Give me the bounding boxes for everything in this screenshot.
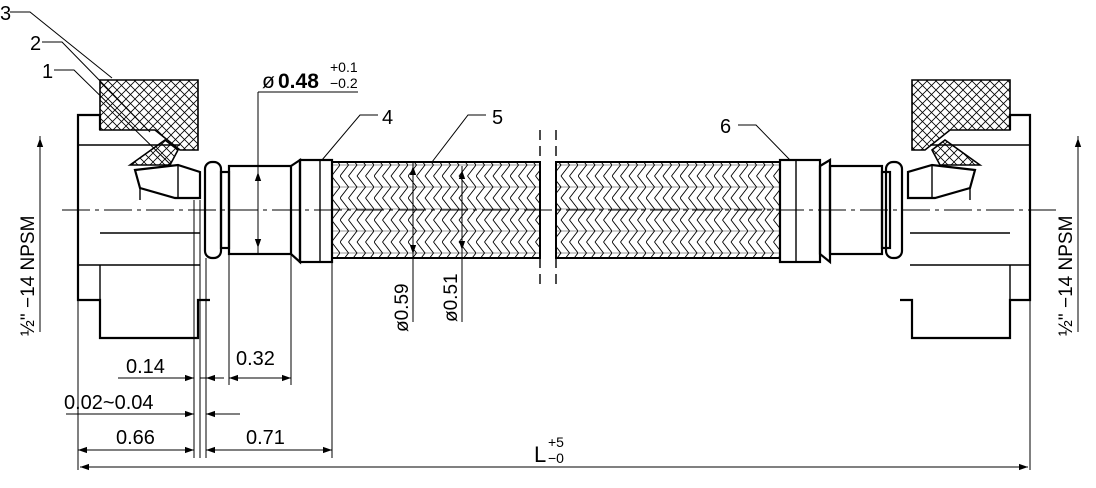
right-nut (900, 79, 1032, 340)
dim-0-66: 0.66 (116, 427, 155, 449)
dim-0-32: 0.32 (236, 348, 275, 370)
callout-3: 3 (0, 3, 11, 25)
extension-lines (77, 200, 1031, 470)
left-nut (76, 79, 210, 340)
bore-dim-symbol: ø (262, 70, 275, 93)
left-insert (133, 163, 202, 200)
right-nut-hatched-section (911, 79, 1011, 151)
left-nut-hatched-section (99, 79, 199, 151)
callout-leaders (10, 11, 791, 167)
left-thread-fraction: ½" (18, 313, 39, 336)
left-seal (127, 139, 180, 166)
overall-length-tol-upper: +5 (548, 434, 564, 450)
right-fitting (778, 158, 904, 265)
braided-hose-left (331, 161, 541, 259)
bore-dim-tol-lower: −0.2 (330, 75, 358, 91)
braid-outer-dim: ø0.59 (392, 283, 413, 332)
dim-0-14: 0.14 (126, 356, 165, 378)
overall-length-L: L (534, 442, 546, 467)
callout-6: 6 (720, 116, 731, 138)
callout-2: 2 (30, 33, 41, 55)
right-thread-spec: −14 NPSM (1056, 216, 1077, 308)
dim-0-71: 0.71 (246, 427, 285, 449)
overall-length-tol-lower: −0 (548, 450, 564, 466)
bore-dim-value: 0.48 (278, 70, 319, 93)
callout-1: 1 (42, 61, 53, 83)
right-insert (906, 163, 977, 200)
left-fitting (203, 157, 334, 265)
callout-5: 5 (492, 107, 503, 129)
right-thread-fraction: ½" (1056, 313, 1077, 336)
right-seal (930, 139, 983, 166)
left-thread-spec: −14 NPSM (18, 216, 39, 308)
callout-4: 4 (382, 107, 393, 129)
bore-dim-tol-upper: +0.1 (330, 59, 358, 75)
braided-hose-right (555, 161, 781, 259)
braid-inner-dim: ø0.51 (441, 273, 462, 322)
dim-0-02-0-04: 0.02~0.04 (64, 392, 154, 414)
